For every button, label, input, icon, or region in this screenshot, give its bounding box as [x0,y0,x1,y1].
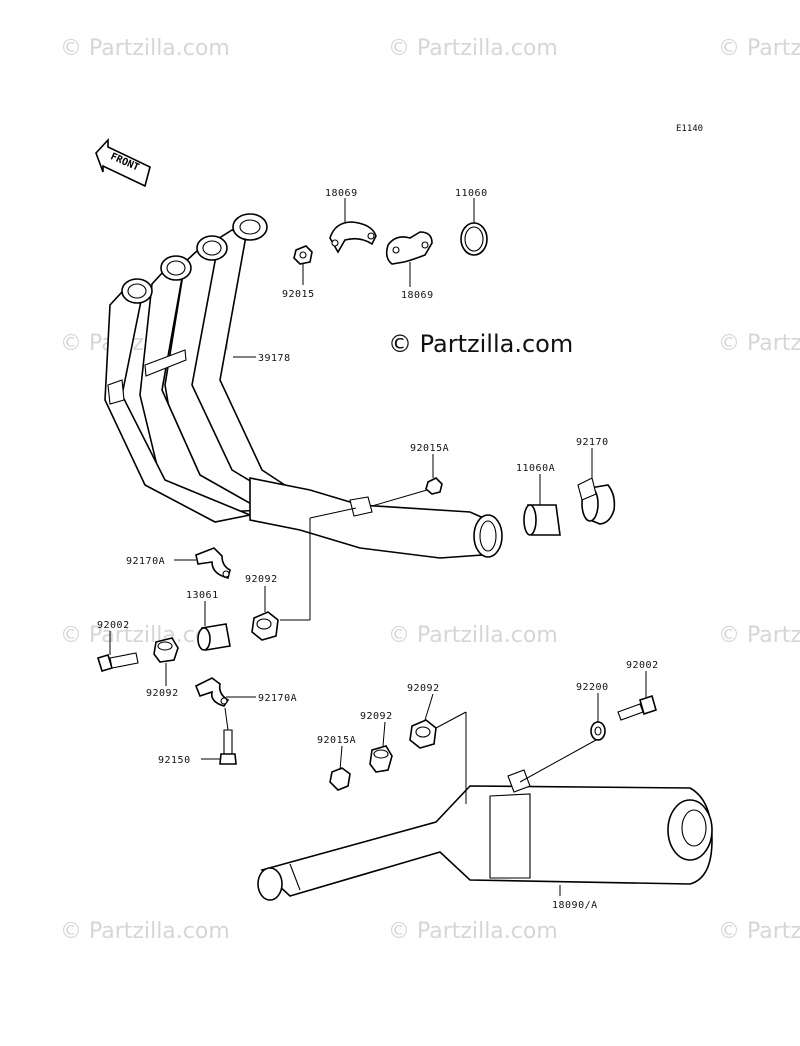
watermark: © Partzilla.com [718,331,800,356]
part-label: 92092 [146,688,179,699]
part-label: 13061 [186,590,219,601]
part-labels: 18069 11060 92015 18069 39178 92015A 110… [97,188,659,911]
bolt-92002-right [617,694,657,721]
rubber-damper-92092-c [409,719,437,749]
bolt-92002-left [96,652,139,672]
bracket-92170a-bottom [194,677,230,707]
part-label: 92015A [317,735,356,746]
bolt-92150 [219,729,237,765]
part-label: 92092 [407,683,440,694]
part-label: 92200 [576,682,609,693]
washer-92200 [590,721,606,741]
clamp-92170 [577,477,616,525]
nut-92015 [293,245,313,265]
watermark-main: © Partzilla.com [388,330,573,358]
exhaust-header-pipes [104,213,503,559]
part-label: 11060 [455,188,488,199]
part-label: 18090/A [552,900,598,911]
watermark: © Partzilla.com [718,623,800,648]
collar-13061 [197,623,231,651]
part-label: 92002 [97,620,130,631]
part-label: 18069 [325,188,358,199]
clamp-18069-top [329,221,377,254]
rubber-damper-92092-a [251,611,279,641]
gasket-11060 [460,222,488,256]
part-label: 11060A [516,463,555,474]
muffler-18090a [257,769,713,901]
part-label: 92150 [158,755,191,766]
part-label: 92092 [360,711,393,722]
gasket-11060a [523,504,561,536]
watermark: © Partzilla.com [388,36,558,61]
part-label: 18069 [401,290,434,301]
clamp-18069-bottom [385,231,433,265]
watermark: © Partzilla.com [718,36,800,61]
part-label: 39178 [258,353,291,364]
watermark: © Partzilla.com [718,919,800,944]
diagram-code: E1140 [676,124,703,134]
part-label: 92015 [282,289,315,300]
leader-lines [109,198,647,896]
nut-92015a-top [425,477,443,495]
watermark: © Partzilla.com [60,919,230,944]
part-label: 92092 [245,574,278,585]
part-label: 92170A [258,693,297,704]
front-arrow-icon: FRONT [95,137,151,188]
watermark: © Partzilla.com [60,36,230,61]
part-label: 92170 [576,437,609,448]
watermark: © Partzilla.com [388,623,558,648]
rubber-damper-92092-b [153,637,179,663]
rubber-damper-92092-d [369,745,393,773]
part-label: 92170A [126,556,165,567]
part-label: 92002 [626,660,659,671]
part-label: 92015A [410,443,449,454]
bracket-92170a-top [195,547,231,579]
watermark: © Partzilla.com [388,919,558,944]
nut-92015a-bottom [329,767,351,791]
